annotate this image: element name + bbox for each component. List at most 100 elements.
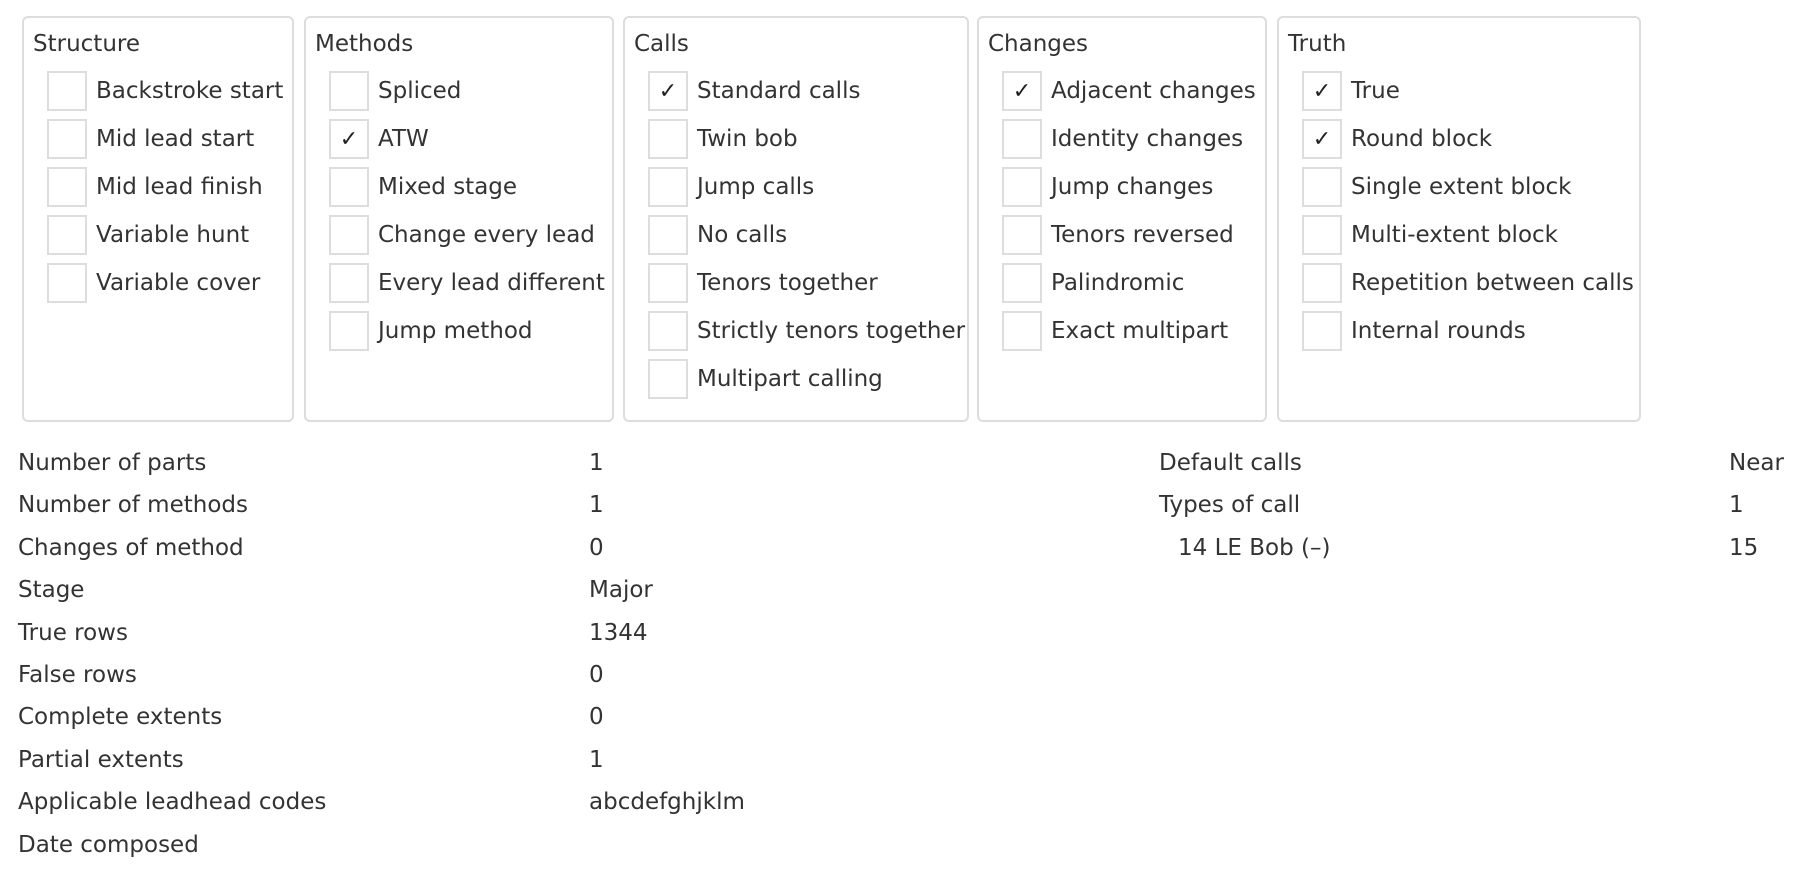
option-label: Multipart calling xyxy=(697,366,883,392)
checkbox[interactable]: ✓ xyxy=(1002,71,1042,111)
option-label: Palindromic xyxy=(1051,270,1185,296)
stat-value-call-type-bob: 15 xyxy=(1729,535,1759,561)
option-palindromic[interactable]: ✓ Palindromic xyxy=(1002,263,1184,303)
option-variable-hunt[interactable]: ✓ Variable hunt xyxy=(47,215,249,255)
stat-value-true-rows: 1344 xyxy=(589,620,648,646)
checkbox[interactable]: ✓ xyxy=(1302,71,1342,111)
checkbox[interactable]: ✓ xyxy=(1302,119,1342,159)
option-label: Repetition between calls xyxy=(1351,270,1634,296)
option-no-calls[interactable]: ✓ No calls xyxy=(648,215,787,255)
checkbox[interactable]: ✓ xyxy=(648,215,688,255)
option-mid-lead-finish[interactable]: ✓ Mid lead finish xyxy=(47,167,263,207)
option-multi-extent-block[interactable]: ✓ Multi-extent block xyxy=(1302,215,1558,255)
checkbox[interactable]: ✓ xyxy=(1002,119,1042,159)
option-every-lead-different[interactable]: ✓ Every lead different xyxy=(329,263,605,303)
option-tenors-reversed[interactable]: ✓ Tenors reversed xyxy=(1002,215,1234,255)
option-label: Mid lead start xyxy=(96,126,255,152)
checkbox[interactable]: ✓ xyxy=(329,71,369,111)
option-label: Variable hunt xyxy=(96,222,250,248)
checkbox[interactable]: ✓ xyxy=(1002,311,1042,351)
option-change-every-lead[interactable]: ✓ Change every lead xyxy=(329,215,595,255)
checkbox[interactable]: ✓ xyxy=(648,311,688,351)
option-label: Every lead different xyxy=(378,270,605,296)
option-label: Jump calls xyxy=(697,174,815,200)
changes-title: Changes xyxy=(988,31,1089,57)
option-jump-changes[interactable]: ✓ Jump changes xyxy=(1002,167,1213,207)
checkbox[interactable]: ✓ xyxy=(329,311,369,351)
stat-label-number-of-methods: Number of methods xyxy=(18,492,248,518)
option-label: Backstroke start xyxy=(96,78,284,104)
stat-label-applicable-leadhead-codes: Applicable leadhead codes xyxy=(18,789,327,815)
checkbox[interactable]: ✓ xyxy=(1002,167,1042,207)
changes-group: Changes ✓ Adjacent changes ✓ Identity ch… xyxy=(977,16,1267,422)
option-mixed-stage[interactable]: ✓ Mixed stage xyxy=(329,167,517,207)
checkbox[interactable]: ✓ xyxy=(1302,167,1342,207)
stat-label-true-rows: True rows xyxy=(18,620,128,646)
option-round-block[interactable]: ✓ Round block xyxy=(1302,119,1492,159)
option-label: Mixed stage xyxy=(378,174,518,200)
checkbox[interactable]: ✓ xyxy=(329,167,369,207)
option-backstroke-start[interactable]: ✓ Backstroke start xyxy=(47,71,283,111)
option-tenors-together[interactable]: ✓ Tenors together xyxy=(648,263,878,303)
option-label: Internal rounds xyxy=(1351,318,1526,344)
option-spliced[interactable]: ✓ Spliced xyxy=(329,71,461,111)
option-atw[interactable]: ✓ ATW xyxy=(329,119,429,159)
checkbox[interactable]: ✓ xyxy=(648,359,688,399)
checkbox[interactable]: ✓ xyxy=(47,167,87,207)
checkbox[interactable]: ✓ xyxy=(47,119,87,159)
checkbox[interactable]: ✓ xyxy=(1002,215,1042,255)
stat-value-complete-extents: 0 xyxy=(589,704,604,730)
option-twin-bob[interactable]: ✓ Twin bob xyxy=(648,119,798,159)
option-internal-rounds[interactable]: ✓ Internal rounds xyxy=(1302,311,1526,351)
checkbox[interactable]: ✓ xyxy=(648,263,688,303)
option-label: Standard calls xyxy=(697,78,861,104)
option-label: No calls xyxy=(697,222,788,248)
option-variable-cover[interactable]: ✓ Variable cover xyxy=(47,263,260,303)
checkmark-icon: ✓ xyxy=(339,126,359,152)
option-label: Adjacent changes xyxy=(1051,78,1256,104)
option-label: Tenors reversed xyxy=(1051,222,1234,248)
checkbox[interactable]: ✓ xyxy=(47,215,87,255)
checkbox[interactable]: ✓ xyxy=(47,263,87,303)
stat-label-partial-extents: Partial extents xyxy=(18,747,184,773)
checkbox[interactable]: ✓ xyxy=(648,167,688,207)
option-repetition-between-calls[interactable]: ✓ Repetition between calls xyxy=(1302,263,1634,303)
checkbox[interactable]: ✓ xyxy=(1002,263,1042,303)
checkbox[interactable]: ✓ xyxy=(329,263,369,303)
truth-title: Truth xyxy=(1288,31,1347,57)
option-adjacent-changes[interactable]: ✓ Adjacent changes xyxy=(1002,71,1256,111)
option-multipart-calling[interactable]: ✓ Multipart calling xyxy=(648,359,883,399)
option-exact-multipart[interactable]: ✓ Exact multipart xyxy=(1002,311,1228,351)
checkbox[interactable]: ✓ xyxy=(1302,263,1342,303)
stat-value-false-rows: 0 xyxy=(589,662,604,688)
option-label: Change every lead xyxy=(378,222,595,248)
option-single-extent-block[interactable]: ✓ Single extent block xyxy=(1302,167,1571,207)
option-standard-calls[interactable]: ✓ Standard calls xyxy=(648,71,860,111)
stat-label-date-composed: Date composed xyxy=(18,832,199,858)
checkbox[interactable]: ✓ xyxy=(47,71,87,111)
option-label: Mid lead finish xyxy=(96,174,263,200)
checkbox[interactable]: ✓ xyxy=(648,71,688,111)
option-strictly-tenors-together[interactable]: ✓ Strictly tenors together xyxy=(648,311,965,351)
checkbox[interactable]: ✓ xyxy=(648,119,688,159)
stat-label-types-of-call: Types of call xyxy=(1159,492,1301,518)
stat-value-number-of-methods: 1 xyxy=(589,492,604,518)
option-label: Jump method xyxy=(378,318,533,344)
option-jump-method[interactable]: ✓ Jump method xyxy=(329,311,533,351)
checkbox[interactable]: ✓ xyxy=(329,215,369,255)
stat-label-false-rows: False rows xyxy=(18,662,137,688)
checkbox[interactable]: ✓ xyxy=(1302,215,1342,255)
checkbox[interactable]: ✓ xyxy=(1302,311,1342,351)
option-jump-calls[interactable]: ✓ Jump calls xyxy=(648,167,814,207)
stat-value-number-of-parts: 1 xyxy=(589,450,604,476)
option-identity-changes[interactable]: ✓ Identity changes xyxy=(1002,119,1243,159)
option-label: Round block xyxy=(1351,126,1493,152)
stat-label-default-calls: Default calls xyxy=(1159,450,1302,476)
checkbox[interactable]: ✓ xyxy=(329,119,369,159)
methods-group: Methods ✓ Spliced ✓ ATW ✓ Mixed stage ✓ … xyxy=(304,16,614,422)
option-mid-lead-start[interactable]: ✓ Mid lead start xyxy=(47,119,254,159)
stat-value-default-calls: Near xyxy=(1729,450,1784,476)
stat-label-number-of-parts: Number of parts xyxy=(18,450,207,476)
option-true[interactable]: ✓ True xyxy=(1302,71,1400,111)
structure-group: Structure ✓ Backstroke start ✓ Mid lead … xyxy=(22,16,294,422)
